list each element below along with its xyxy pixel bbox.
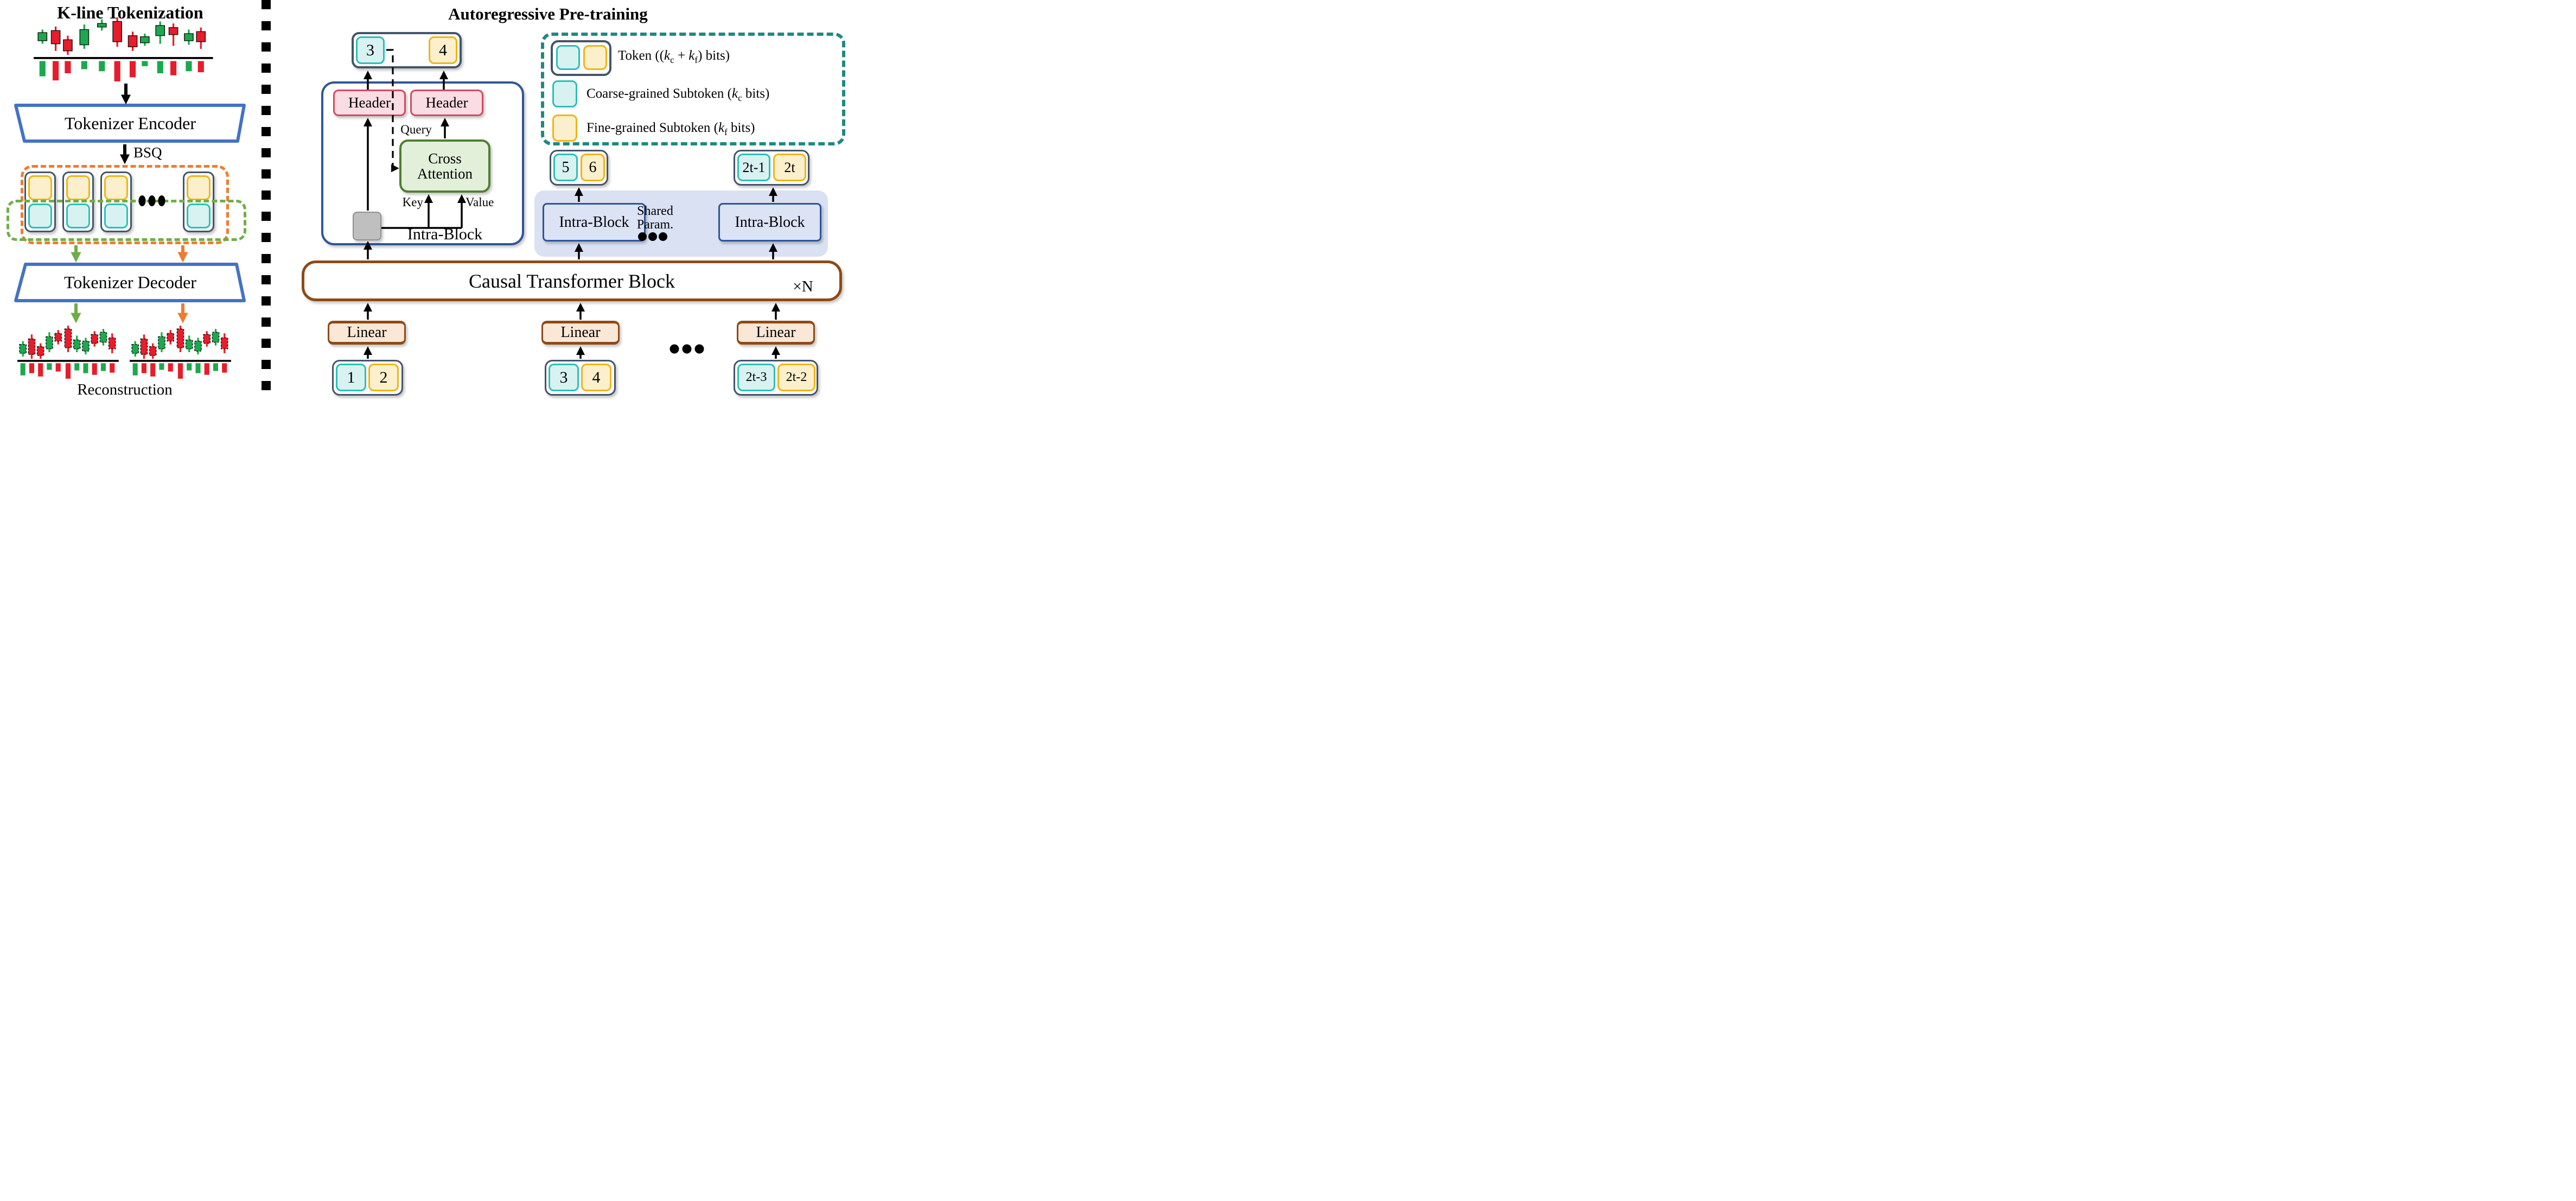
coarse-subtoken (187, 204, 211, 228)
legend-fine-in-token-icon (583, 45, 607, 70)
figure-canvas: K-line Tokenization Tokenizer Encoder BS… (0, 0, 859, 401)
reconstruction-label: Reconstruction (77, 380, 173, 398)
input-token-pair-2t3-2t2: 2t-3 2t-2 (734, 360, 818, 396)
coarse-token-3: 3 (549, 364, 579, 391)
left-panel-title: K-line Tokenization (57, 2, 203, 22)
input-token-pair-3-4: 3 4 (545, 360, 616, 396)
tokenizer-encoder-label: Tokenizer Encoder (64, 113, 196, 133)
legend-token-label: Token ((kc + kf) bits) (618, 48, 730, 65)
output-token-pair: 3 4 (352, 32, 462, 68)
intra-block-2: Intra-Block (718, 203, 821, 242)
intra-block-1: Intra-Block (543, 203, 646, 242)
reconstruction-chart-right (130, 326, 231, 379)
intra-block-detail-label: Intra-Block (407, 225, 483, 243)
legend-fine-label: Fine-grained Subtoken (kf bits) (586, 120, 755, 137)
linear-3: Linear (737, 321, 815, 345)
legend: Token ((kc + kf) bits) Coarse-grained Su… (541, 33, 845, 145)
coarse-token-2t-3: 2t-3 (737, 364, 775, 391)
fine-token-6: 6 (581, 154, 605, 181)
fine-subtoken (28, 175, 52, 200)
bsq-label: BSQ (133, 144, 162, 161)
token-pair-5-6: 5 6 (550, 150, 608, 186)
coarse-subtoken (104, 204, 128, 228)
coarse-subtoken (28, 204, 52, 228)
cross-attention-box: Cross Attention (399, 139, 490, 193)
token-sequence-outline-orange (21, 165, 229, 244)
fine-token-2t: 2t (773, 154, 806, 181)
coarse-token-5: 5 (553, 154, 578, 181)
coarse-subtoken-outline-green (7, 200, 246, 241)
token-pair-2t1-2t: 2t-1 2t (734, 150, 809, 186)
legend-coarse-in-token-icon (556, 45, 580, 70)
hidden-state-box (353, 212, 381, 240)
panel-divider (262, 0, 271, 401)
ellipsis-input-pairs (669, 344, 704, 354)
legend-fine-icon (552, 115, 577, 142)
fine-subtoken (66, 175, 90, 200)
legend-token-icon (551, 40, 611, 76)
key-label: Key (402, 195, 423, 209)
causal-transformer-block: Causal Transformer Block (302, 260, 842, 301)
value-label: Value (466, 195, 494, 209)
coarse-subtoken (66, 204, 90, 228)
legend-coarse-label: Coarse-grained Subtoken (kc bits) (586, 86, 770, 103)
linear-2: Linear (541, 321, 620, 345)
coarse-token-1: 1 (336, 364, 366, 391)
shared-param-label: Shared Param. (636, 204, 674, 232)
tokenizer-decoder-label: Tokenizer Decoder (64, 272, 196, 292)
fine-token-2t-2: 2t-2 (777, 364, 815, 391)
kline-chart (34, 17, 213, 81)
fine-subtoken (187, 175, 211, 200)
reconstruction-chart-left (17, 326, 119, 379)
fine-subtoken (104, 175, 128, 200)
output-coarse-token: 3 (356, 36, 385, 64)
linear-1: Linear (328, 321, 406, 345)
right-panel-title: Autoregressive Pre-training (448, 4, 648, 23)
coarse-token-2t-1: 2t-1 (737, 154, 770, 181)
legend-coarse-icon (552, 80, 577, 107)
fine-token-4: 4 (581, 364, 611, 391)
input-token-pair-1-2: 1 2 (332, 360, 403, 396)
repeat-n-label: ×N (793, 277, 813, 295)
header-fine: Header (410, 90, 483, 116)
query-label: Query (400, 123, 432, 136)
header-coarse: Header (333, 90, 406, 116)
output-fine-token: 4 (429, 36, 457, 64)
fine-token-2: 2 (368, 364, 399, 391)
